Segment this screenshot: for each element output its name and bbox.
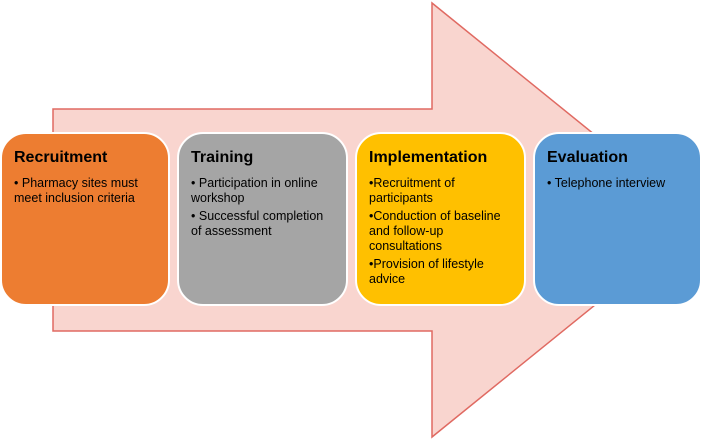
bullet-item: •Recruitment of participants <box>369 176 455 205</box>
bullet-item: • Pharmacy sites must meet inclusion cri… <box>14 176 138 205</box>
stage-title-evaluation: Evaluation <box>547 149 628 166</box>
stage-title-recruitment: Recruitment <box>14 149 108 166</box>
bullet-item: •Provision of lifestyle advice <box>369 257 484 286</box>
stage-recruitment: Recruitment • Pharmacy sites must meet i… <box>0 132 170 306</box>
bullet-dot-icon: • <box>369 257 374 271</box>
bullet-dot-icon: • <box>191 176 199 190</box>
stage-evaluation: Evaluation • Telephone interview <box>533 132 702 306</box>
stage-bullets-implementation: •Recruitment of participants •Conduction… <box>369 176 514 287</box>
bullet-dot-icon: • <box>191 209 199 223</box>
bullet-dot-icon: • <box>14 176 22 190</box>
bullet-dot-icon: • <box>369 209 374 223</box>
bullet-item: •Conduction of baseline and follow-up co… <box>369 209 501 253</box>
stage-title-implementation: Implementation <box>369 149 488 166</box>
stage-bullets-training: • Participation in online workshop • Suc… <box>191 176 336 239</box>
bullet-item: • Successful completion of assessment <box>191 209 324 238</box>
bullet-dot-icon: • <box>369 176 374 190</box>
bullet-item: • Participation in online workshop <box>191 176 318 205</box>
bullet-dot-icon: • <box>547 176 555 190</box>
stage-implementation: Implementation •Recruitment of participa… <box>355 132 526 306</box>
stage-bullets-evaluation: • Telephone interview <box>547 176 690 191</box>
stage-training: Training • Participation in online works… <box>177 132 348 306</box>
bullet-item: • Telephone interview <box>547 176 666 190</box>
stage-bullets-recruitment: • Pharmacy sites must meet inclusion cri… <box>14 176 158 206</box>
stage-title-training: Training <box>191 149 254 166</box>
